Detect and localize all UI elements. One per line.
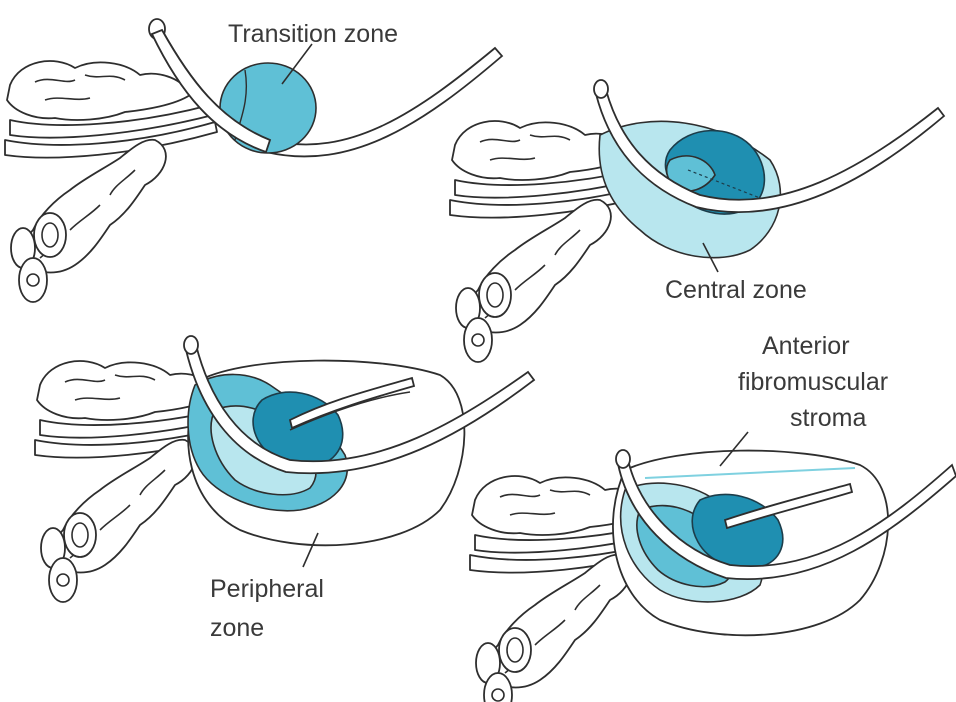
label-peripheral-line2: zone	[210, 614, 264, 642]
label-peripheral-line1: Peripheral	[210, 575, 324, 603]
seminal-vesicles	[5, 61, 217, 302]
panel-peripheral-zone: Peripheral zone	[35, 336, 534, 642]
label-anterior-line1: Anterior	[762, 332, 850, 360]
panel-central-zone: Central zone	[450, 80, 944, 362]
panel-transition-zone: Transition zone	[5, 19, 502, 302]
label-transition-zone: Transition zone	[228, 20, 398, 48]
label-central-zone: Central zone	[665, 276, 807, 304]
panel-anterior-stroma: Anterior fibromuscular stroma	[470, 332, 956, 702]
label-anterior-line2: fibromuscular	[738, 368, 888, 396]
label-anterior-line3: stroma	[790, 404, 867, 432]
